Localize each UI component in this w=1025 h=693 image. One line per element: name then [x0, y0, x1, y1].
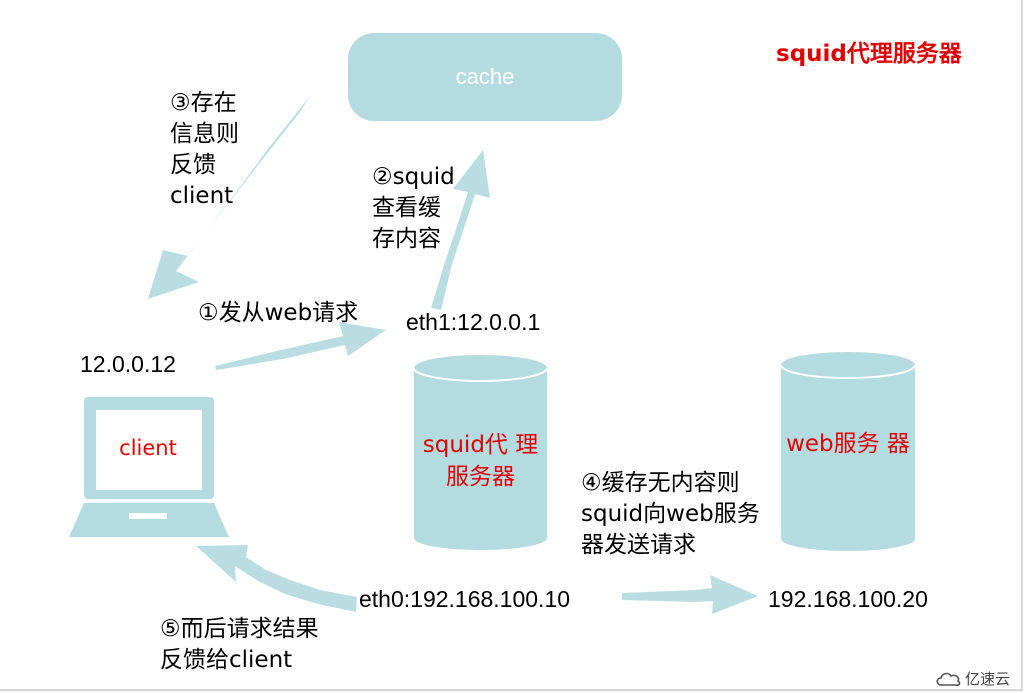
arrow-step3 — [148, 96, 310, 299]
cache-label: cache — [455, 64, 515, 89]
step1-label: ①发从web请求 — [198, 300, 359, 326]
step2-label: ②squid 查看缓 存内容 — [372, 164, 455, 252]
watermark-text: 亿速云 — [965, 670, 1011, 688]
eth1-ip: eth1:12.0.0.1 — [406, 309, 541, 335]
proxy-server-label: squid代 理服务器 — [422, 432, 539, 490]
watermark: 亿速云 — [935, 668, 1010, 689]
web-server-cylinder — [780, 352, 916, 551]
eth0-ip: eth0:192.168.100.10 — [359, 586, 571, 612]
web-server-label: web服务 器 — [786, 431, 910, 457]
arrow-step5 — [196, 545, 357, 612]
step5-label: ⑤而后请求结果 反馈给client — [160, 616, 319, 673]
cloud-logo-icon — [936, 672, 961, 686]
arrow-step1 — [215, 322, 386, 370]
diagram-title: squid代理服务器 — [776, 41, 962, 67]
step4-label: ④缓存无内容则 squid向web服务 器发送请求 — [581, 470, 760, 558]
arrow-step4 — [622, 575, 758, 614]
client-label: client — [119, 436, 177, 460]
proxy-server-cylinder — [413, 355, 548, 550]
client-ip: 12.0.0.12 — [80, 351, 176, 377]
web-server-ip: 192.168.100.20 — [768, 586, 928, 612]
laptop-icon — [69, 397, 229, 537]
step3-label: ③存在 信息则 反馈 client — [170, 90, 239, 209]
cache-box: cache — [348, 33, 622, 121]
arrow-step2 — [431, 150, 490, 310]
